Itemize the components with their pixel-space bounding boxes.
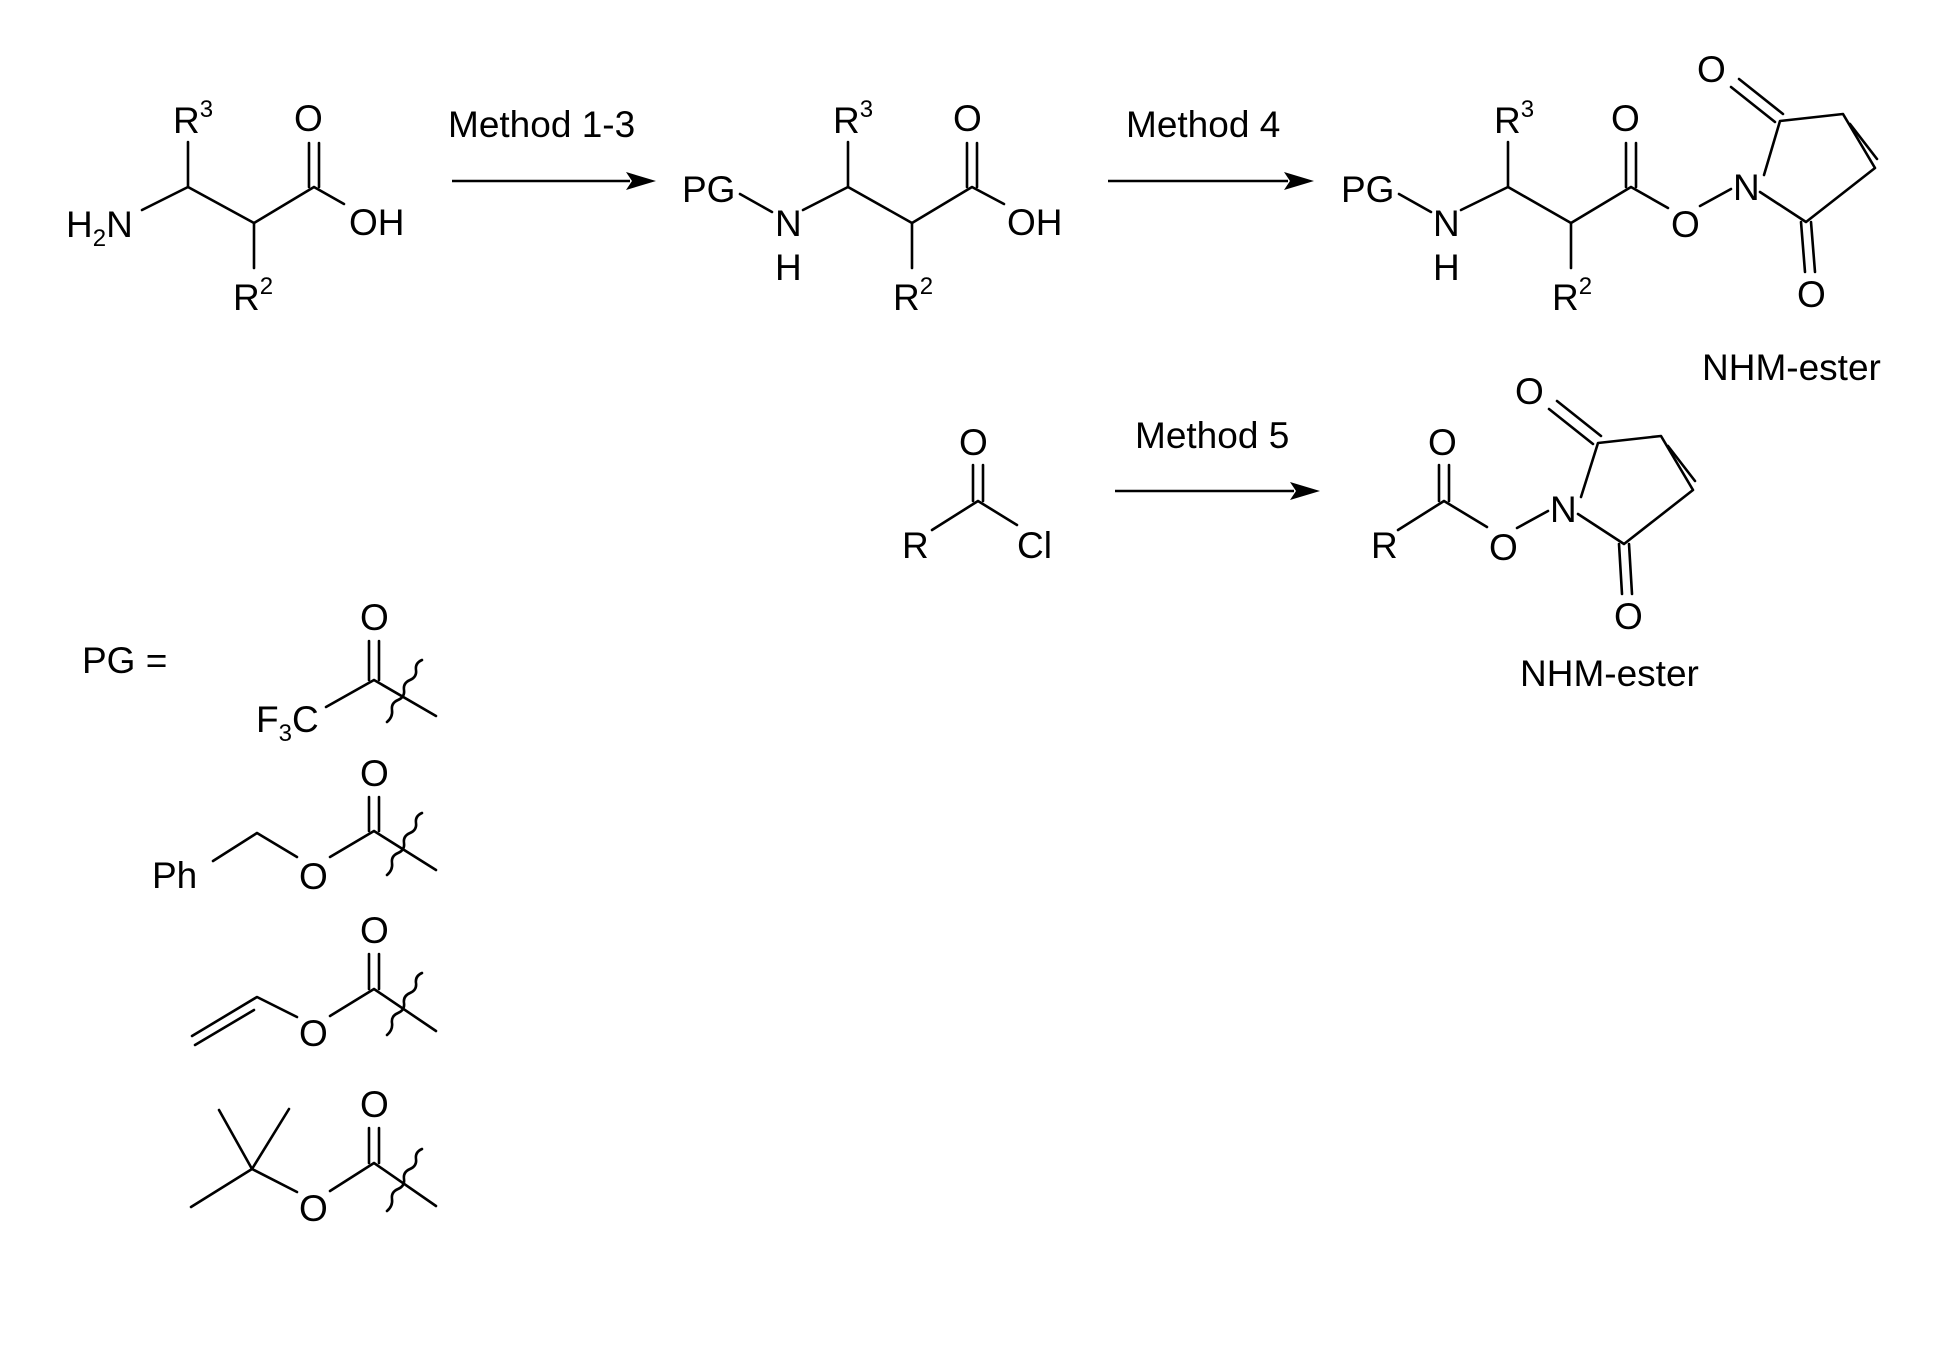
arrow-method-5: Method 5 [1115,415,1320,500]
imide-carbonyl-bottom [1619,544,1632,594]
amine-h2n-label: H2N [66,204,133,252]
maleimide-ring-double-bond [1850,124,1877,159]
carbonyl-oxygen-label: O [1611,98,1640,139]
pg-label: PG [1341,169,1394,210]
backbone-bonds [803,187,1004,223]
pg-n-bond [1399,194,1431,212]
maleimide-ring-double-bond [1668,446,1695,481]
arrow-method-4: Method 4 [1108,104,1314,190]
ester-oxygen-label: O [299,856,328,897]
nhm-ester-caption-top: NHM-ester [1702,347,1881,388]
arrow-method-1-3: Method 1-3 [448,104,656,190]
carbonyl-oxygen-label: O [360,597,389,638]
carbonyl-oxygen-label: O [360,753,389,794]
method-5-label: Method 5 [1135,415,1289,456]
methyl-bonds [219,1109,289,1169]
ester-oxygen-label: O [299,1188,328,1229]
method-1-3-label: Method 1-3 [448,104,635,145]
nh-nitrogen-label: N [1433,203,1460,244]
backbone-bonds [1461,187,1668,223]
pg-vinyloxycarbonyl: O O [192,910,436,1054]
maleimide-ring [1760,114,1875,222]
phenyl-label: Ph [152,855,197,896]
ester-bonds [1398,501,1487,530]
r-label: R [902,525,929,566]
tert-butyl-bonds [191,1169,297,1207]
acyl-bonds [330,989,436,1031]
imide-nitrogen-label: N [1733,167,1760,208]
hydroxyl-label: OH [349,202,405,243]
carbonyl-double-bond [973,465,983,501]
nh-nitrogen-label: N [775,203,802,244]
benzyl-bonds [213,833,297,861]
nh-hydrogen-label: H [1433,247,1460,288]
r3-substituent-label: R3 [173,96,213,141]
acyl-bonds [330,831,436,870]
carbonyl-oxygen-label: O [1428,422,1457,463]
o-n-bond [1700,189,1731,206]
attachment-wavy-bond [387,973,422,1035]
carbonyl-double-bond [309,143,319,187]
hydroxyl-label: OH [1007,202,1063,243]
imide-oxygen-bottom-label: O [1797,274,1826,315]
r3-substituent-label: R3 [1494,96,1534,141]
carbonyl-double-bond [369,797,379,831]
r-label: R [1371,525,1398,566]
imide-carbonyl-top [1731,79,1783,122]
pg-definition-label: PG = [82,640,167,681]
maleimide-ring [1578,436,1693,544]
acid-chloride: R O Cl [902,422,1052,566]
carbonyl-oxygen-label: O [360,910,389,951]
nhm-ester-product-bottom: R O O N O O NHM-ester [1371,371,1699,694]
method-4-label: Method 4 [1126,104,1280,145]
nh-hydrogen-label: H [775,247,802,288]
imide-nitrogen-label: N [1550,489,1577,530]
chlorine-label: Cl [1017,525,1052,566]
acyl-bonds [330,1163,436,1206]
ester-oxygen-label: O [299,1013,328,1054]
carbonyl-double-bond [369,954,379,989]
carbonyl-double-bond [1626,143,1636,187]
carbonyl-double-bond [1439,465,1449,501]
r2-substituent-label: R2 [233,273,273,318]
r2-substituent-label: R2 [1552,273,1592,318]
carbonyl-double-bond [369,1128,379,1163]
starting-amino-acid: H2N R3 R2 O OH [66,96,405,318]
pg-tert-butoxycarbonyl: O O [191,1084,436,1229]
o-n-bond [1517,511,1548,528]
carbonyl-oxygen-label: O [360,1084,389,1125]
imide-oxygen-bottom-label: O [1614,596,1643,637]
attachment-wavy-bond [387,1149,422,1211]
r3-substituent-label: R3 [833,96,873,141]
carbonyl-oxygen-label: O [959,422,988,463]
carbonyl-oxygen-label: O [953,98,982,139]
imide-carbonyl-top [1549,401,1601,444]
ester-oxygen-label: O [1671,204,1700,245]
nhm-ester-product-top: PG N H R3 R2 O O N O O NHM-ester [1341,49,1881,388]
acyl-bonds [326,680,436,716]
imide-oxygen-top-label: O [1697,49,1726,90]
protected-amino-acid: PG N H R3 R2 O OH [682,96,1063,318]
pg-benzyloxycarbonyl: Ph O O [152,753,436,897]
imide-carbonyl-bottom [1801,222,1815,272]
r2-substituent-label: R2 [893,273,933,318]
backbone-bonds [142,187,344,223]
ester-oxygen-label: O [1489,527,1518,568]
carbonyl-oxygen-label: O [294,98,323,139]
nhm-ester-caption-bottom: NHM-ester [1520,653,1699,694]
pg-n-bond [740,194,772,212]
carbonyl-double-bond [369,641,379,680]
carbonyl-double-bond [967,143,977,187]
pg-label: PG [682,169,735,210]
f3c-label: F3C [256,699,319,747]
imide-oxygen-top-label: O [1515,371,1544,412]
pg-trifluoroacetyl: F3C O [256,597,436,747]
acyl-bonds [932,501,1017,530]
